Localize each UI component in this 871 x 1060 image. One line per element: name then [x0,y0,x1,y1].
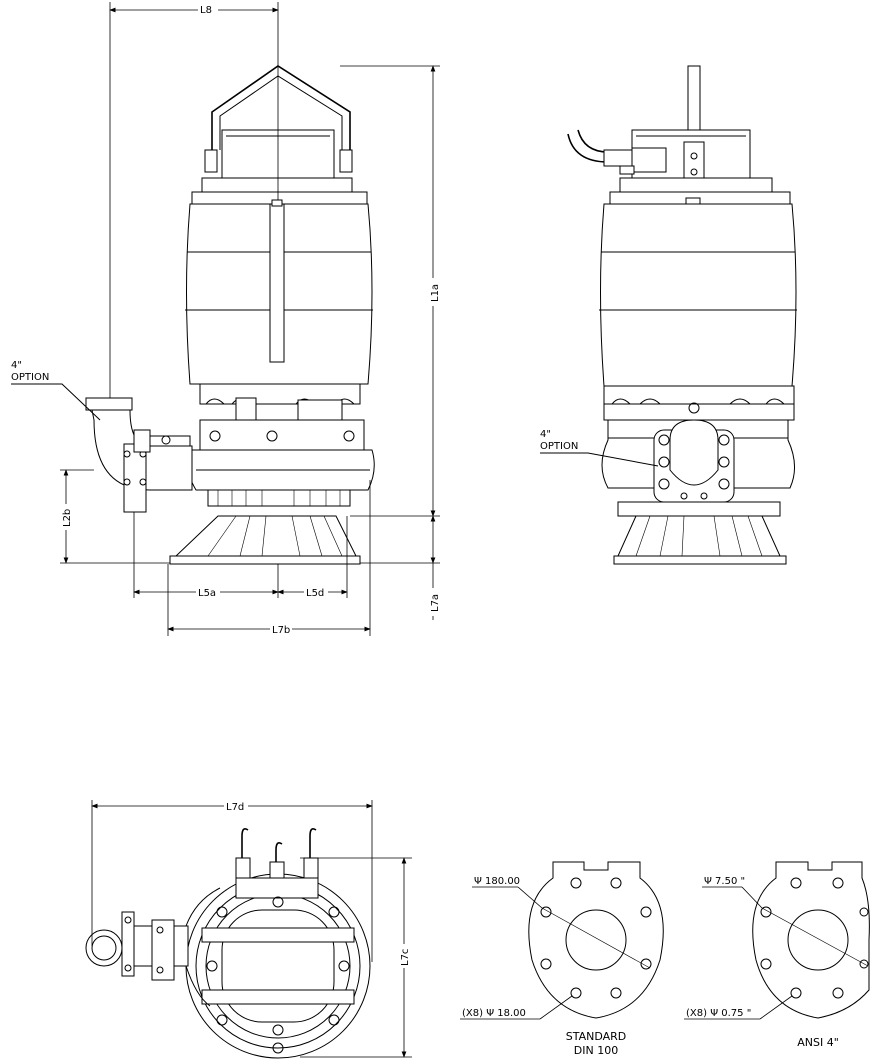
standard-caption-2: DIN 100 [574,1044,618,1057]
standard-holes: (X8) Ψ 18.00 [462,1008,526,1019]
flange-ansi: Ψ 7.50 " (X8) Ψ 0.75 " ANSI 4" [684,861,870,1049]
dim-L7a: L7a [430,594,441,612]
dim-L5d: L5d [306,588,324,599]
front-view: 4" OPTION L8 L1a L7a L2b L5a [11,2,441,636]
ansi-holes: (X8) Ψ 0.75 " [686,1008,751,1019]
flange-standard: Ψ 180.00 (X8) Ψ 18.00 STANDARD DIN 100 [460,861,664,1057]
dim-L1a: L1a [430,284,441,302]
side-option-size: 4" [540,429,551,440]
dim-L8: L8 [200,5,212,16]
dim-L5a: L5a [198,588,216,599]
dim-L7c: L7c [400,949,411,966]
side-option-text: OPTION [540,441,578,452]
ansi-pcd: Ψ 7.50 " [704,876,745,887]
side-view: 4" OPTION [540,65,797,565]
ansi-caption: ANSI 4" [797,1036,839,1049]
front-option-text: OPTION [11,372,49,383]
front-option-size: 4" [11,360,22,371]
dim-L7b: L7b [272,625,290,636]
top-view: L7d L7c [85,800,412,1059]
standard-caption-1: STANDARD [566,1030,627,1043]
dim-L7d: L7d [226,802,244,813]
standard-pcd: Ψ 180.00 [474,876,520,887]
dim-L2b: L2b [62,509,73,527]
